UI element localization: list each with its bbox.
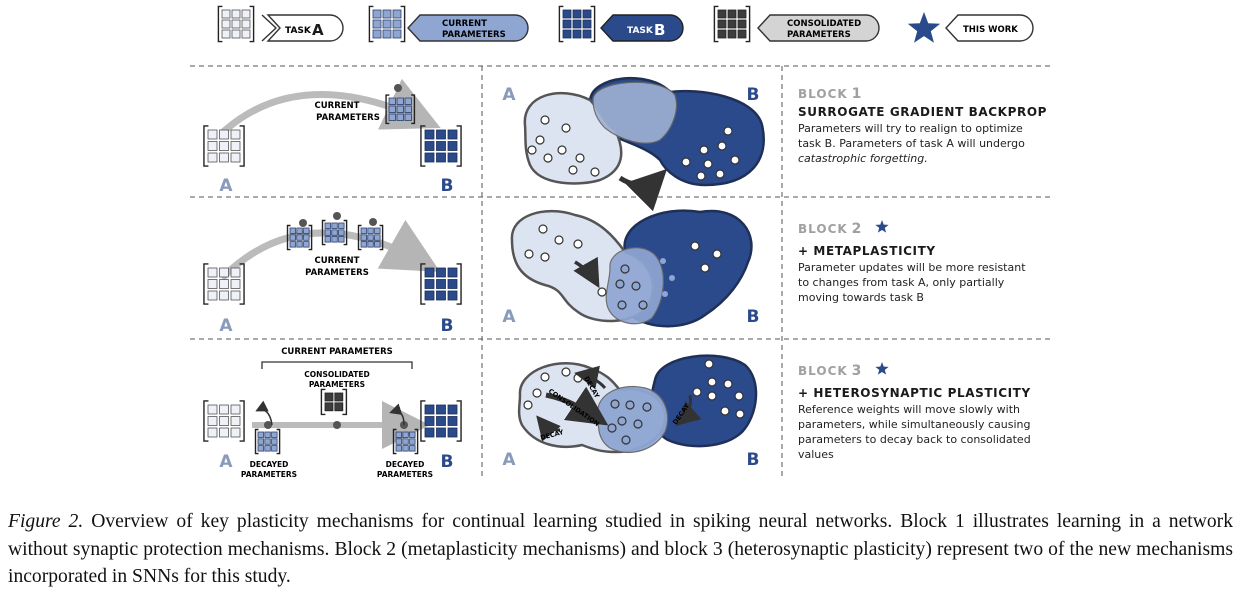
legend-consolidated-line1: CONSOLIDATED [787,19,861,29]
parameter-grid [203,263,245,305]
block-separators [190,65,1050,478]
block2-label-a: A [219,316,233,336]
block1-landscape-label-b: B [747,85,760,105]
block2-landscape-label-a: A [502,307,516,327]
block2-heading-num: 2 [851,221,863,237]
block2-desc-line: to changes from task A, only partially [798,276,1005,289]
parameter-grid [368,5,406,43]
parameter-grid [420,263,462,305]
block1-title: SURROGATE GRADIENT BACKPROP [798,105,1048,119]
block3-consolidated-line2: PARAMETERS [309,380,365,389]
parameter-grid [392,428,419,455]
block2-current-line1: CURRENT [315,256,360,266]
parameter-grid [203,400,245,442]
caption-text: Overview of key plasticity mechanisms fo… [8,511,1233,587]
block3-decayed-left-line2: PARAMETERS [241,470,297,479]
block2-description: Parameter updates will be more resistant… [798,260,1048,305]
block2-diagram: CURRENT PARAMETERS A B [203,212,462,336]
block1-description: Parameters will try to realign to optimi… [798,121,1048,166]
block3-landscape: DECAY CONSOLIDATION DECAY DECAY A B [502,354,760,470]
block3-diagram: CURRENT PARAMETERS CONSOLIDATED PARAMETE… [203,347,462,479]
block3-consolidated-line1: CONSOLIDATED [304,370,369,379]
block2-heading-word: BLOCK [798,222,848,236]
legend-task-b: TASK B [558,5,684,43]
legend-task-b-letter: B [654,21,665,39]
legend-this-work: THIS WORK [907,12,1034,43]
block3-decayed-right-line1: DECAYED [386,460,425,469]
caption-label: Figure 2. [8,511,84,532]
legend: TASK A CURRENT PARAMETERS TASK B CONSOLI… [217,5,1034,43]
block3-landscape-label-a: A [502,450,516,470]
figure-diagram: TASK A CURRENT PARAMETERS TASK B CONSOLI… [190,5,1050,479]
block2-title: + METAPLASTICITY [798,244,936,258]
parameter-grid [385,94,416,125]
parameter-grid [320,388,348,416]
legend-consolidated-parameters: CONSOLIDATED PARAMETERS [713,5,880,43]
block3-label-b: B [441,452,454,472]
parameter-grid [321,219,348,246]
block1-desc-line: task B. Parameters of task A will underg… [798,137,1025,150]
block1-heading-num: 1 [851,86,863,102]
star-icon [875,220,889,233]
parameter-grid [558,5,596,43]
legend-this-work-label: THIS WORK [963,25,1018,35]
block1-current-line1: CURRENT [315,101,360,111]
block1-desc-line: Parameters will try to realign to optimi… [798,122,1023,135]
legend-task-a: TASK A [217,5,344,43]
parameter-grid [420,400,462,442]
parameter-grid [713,5,751,43]
block3-desc-line: values [798,448,834,461]
block1-desc-italic: catastrophic forgetting. [798,152,928,165]
block3-description: Reference weights will move slowly with … [798,402,1058,462]
legend-task-b-label: TASK [627,26,654,36]
block3-decayed-left-line1: DECAYED [250,460,289,469]
block2-label-b: B [441,316,454,336]
block3-desc-line: Reference weights will move slowly with [798,403,1020,416]
legend-current-line2: PARAMETERS [442,30,506,40]
block2-desc-line: moving towards task B [798,291,924,304]
legend-task-a-letter: A [312,21,324,39]
legend-current-parameters: CURRENT PARAMETERS [368,5,529,43]
star-icon [875,362,889,375]
parameter-grid [254,428,281,455]
block3-desc-line: parameters, while simultaneously causing [798,418,1031,431]
block2-desc-line: Parameter updates will be more resistant [798,261,1026,274]
block1-heading-word: BLOCK [798,87,848,101]
parameter-grid [420,125,462,167]
block3-current-label: CURRENT PARAMETERS [281,347,393,357]
block1-label-b: B [441,176,454,196]
block3-heading-num: 3 [851,363,863,379]
parameter-grid [217,5,255,43]
parameter-grid [286,224,313,251]
block3-landscape-label-b: B [747,450,760,470]
block1-diagram: CURRENT PARAMETERS A B [203,78,462,196]
parameter-grid [203,125,245,167]
figure-caption: Figure 2. Overview of key plasticity mec… [8,508,1233,591]
star-icon [907,12,941,43]
block3-decayed-right-line2: PARAMETERS [377,470,433,479]
block1-landscape-label-a: A [502,85,516,105]
legend-task-a-label: TASK [285,26,312,36]
block3-title: + HETEROSYNAPTIC PLASTICITY [798,386,1031,400]
block3-heading-word: BLOCK [798,364,848,378]
legend-consolidated-line2: PARAMETERS [787,30,851,40]
parameter-grid [357,224,384,251]
block2-current-line2: PARAMETERS [305,268,369,278]
block1-current-line2: PARAMETERS [316,113,380,123]
legend-current-line1: CURRENT [442,19,487,29]
block2-landscape-label-b: B [747,307,760,327]
block1-label-a: A [219,176,233,196]
block2-landscape: A B [502,209,760,328]
block3-desc-line: parameters to decay back to consolidated [798,433,1031,446]
block3-label-a: A [219,452,233,472]
block1-landscape: A B [502,77,765,212]
